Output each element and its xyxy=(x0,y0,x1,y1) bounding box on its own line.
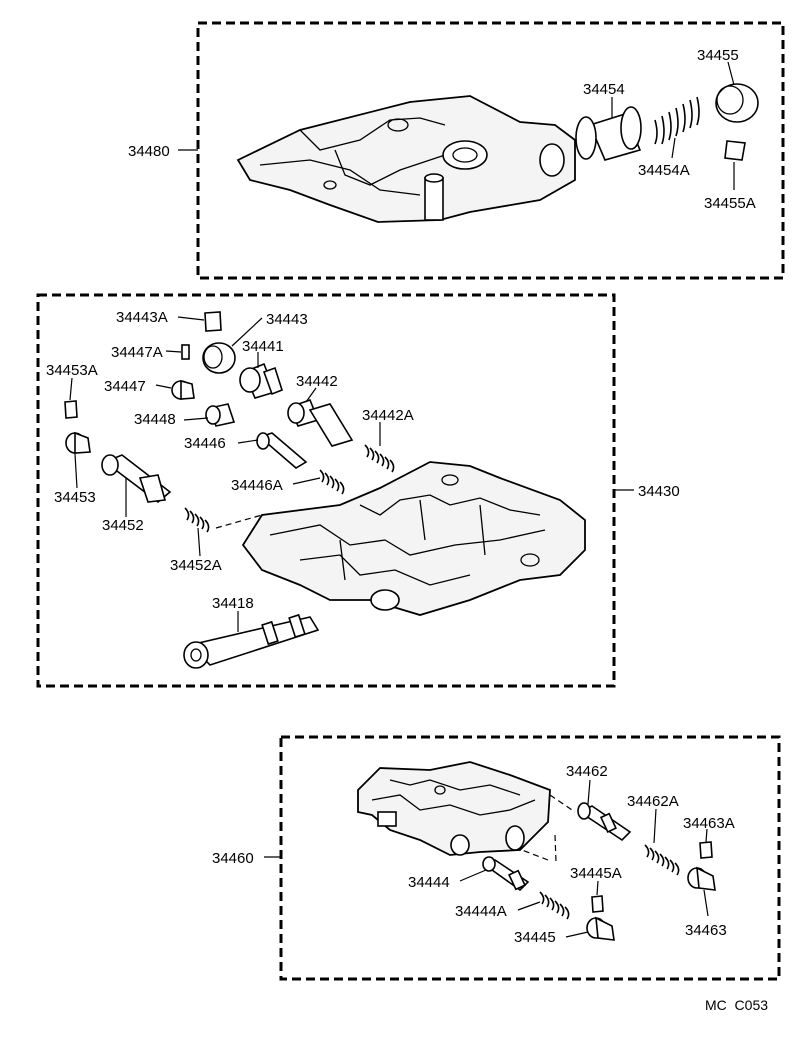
part-34444A-spring xyxy=(539,891,570,920)
label-34418: 34418 xyxy=(212,595,254,612)
part-34448-valve xyxy=(205,403,236,427)
alignment-line-lower xyxy=(521,794,576,863)
leader-34444 xyxy=(459,869,487,882)
part-34418-valve xyxy=(183,613,320,669)
leader-34446A xyxy=(292,477,321,485)
label-34443: 34443 xyxy=(266,311,308,328)
part-34447A-pin xyxy=(181,344,190,360)
lower-assembly-frame xyxy=(279,735,781,981)
label-34453: 34453 xyxy=(54,489,96,506)
part-34446-valve xyxy=(256,432,308,469)
alignment-line-34452 xyxy=(215,514,263,529)
leader-34453A xyxy=(69,377,73,401)
label-34480: 34480 xyxy=(128,143,170,160)
part-34452A-spring xyxy=(184,507,210,533)
label-34455: 34455 xyxy=(697,47,739,64)
label-34444: 34444 xyxy=(408,874,450,891)
leader-34453 xyxy=(74,453,78,489)
label-34445: 34445 xyxy=(514,929,556,946)
label-34441: 34441 xyxy=(242,338,284,355)
part-34442-valve xyxy=(287,398,354,447)
label-34463: 34463 xyxy=(685,922,727,939)
leader-34444A xyxy=(517,901,541,911)
part-34446A-spring xyxy=(319,469,345,495)
label-34455A: 34455A xyxy=(704,195,756,212)
label-34448: 34448 xyxy=(134,411,176,428)
part-34455A-retainer xyxy=(724,140,746,161)
leader-34442 xyxy=(305,387,317,403)
label-34444A: 34444A xyxy=(455,903,507,920)
leader-34446 xyxy=(237,439,259,444)
part-34452-valve xyxy=(101,454,172,504)
part-34447-valve xyxy=(171,379,195,400)
diagram-code: MC C053 xyxy=(705,997,768,1013)
middle-valve-body xyxy=(241,461,586,616)
leader-34443 xyxy=(231,317,263,347)
label-34442: 34442 xyxy=(296,373,338,390)
label-34462: 34462 xyxy=(566,763,608,780)
leader-34462A xyxy=(653,808,657,844)
part-34455-plug xyxy=(715,83,759,123)
lower-valve-body xyxy=(357,761,551,856)
leader-34448 xyxy=(183,417,209,421)
label-34454: 34454 xyxy=(583,81,625,98)
part-34441-valve xyxy=(239,362,283,399)
part-34453A-retainer xyxy=(64,400,78,419)
part-34453-plug xyxy=(65,431,91,454)
label-34452A: 34452A xyxy=(170,557,222,574)
part-34463-plug xyxy=(687,866,716,891)
part-34444-valve xyxy=(482,856,530,892)
label-34447A: 34447A xyxy=(111,344,163,361)
label-34445A: 34445A xyxy=(570,865,622,882)
part-34445A-retainer xyxy=(591,895,604,913)
leader-34443A xyxy=(177,316,205,321)
part-34454-sleeve xyxy=(575,106,642,161)
leader-34463 xyxy=(703,889,709,917)
label-34443A: 34443A xyxy=(116,309,168,326)
label-34442A: 34442A xyxy=(362,407,414,424)
leader-34452A xyxy=(197,527,201,557)
leader-34445 xyxy=(565,931,589,938)
leader-34454A xyxy=(671,137,676,159)
label-34463A: 34463A xyxy=(683,815,735,832)
part-34454A-spring xyxy=(654,96,700,145)
leader-34447A xyxy=(165,350,182,353)
leader-34447 xyxy=(155,384,172,389)
upper-valve-body xyxy=(236,95,576,223)
part-34443A-retainer xyxy=(204,311,222,332)
label-34462A: 34462A xyxy=(627,793,679,810)
label-34460: 34460 xyxy=(212,850,254,867)
label-34452: 34452 xyxy=(102,517,144,534)
leader-34445A xyxy=(596,880,599,896)
part-34462-valve xyxy=(577,802,632,842)
leader-34455 xyxy=(727,61,735,86)
label-34454A: 34454A xyxy=(638,162,690,179)
part-34443-plug xyxy=(202,342,236,374)
label-34447: 34447 xyxy=(104,378,146,395)
part-34442A-spring xyxy=(364,444,395,473)
label-34453A: 34453A xyxy=(46,362,98,379)
part-34445-plug xyxy=(586,916,615,941)
part-34463A-retainer xyxy=(699,841,713,859)
label-34446: 34446 xyxy=(184,435,226,452)
label-34446A: 34446A xyxy=(231,477,283,494)
leader-34463A xyxy=(705,828,708,843)
leader-34462 xyxy=(587,779,591,805)
part-34462A-spring xyxy=(644,844,680,876)
label-34430: 34430 xyxy=(638,483,680,500)
